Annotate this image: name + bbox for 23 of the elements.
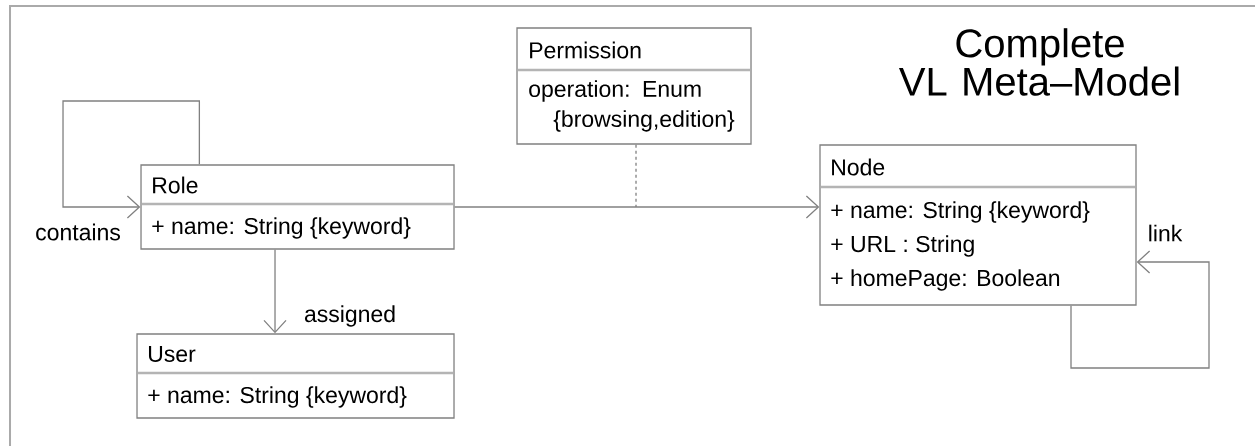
diagram-title: Complete VL Meta–Model (899, 28, 1179, 96)
dashed-line (635, 144, 637, 208)
class-box (516, 27, 752, 145)
attribute-text: + name: String {keyword} (148, 386, 407, 408)
class-box (136, 333, 455, 419)
attribute-text: + homePage: Boolean (831, 269, 1060, 291)
class-name: Node (832, 158, 885, 176)
arrow (1070, 250, 1210, 369)
class-name: Role (153, 176, 198, 194)
arrow (263, 249, 287, 334)
class-name: Permission (530, 41, 641, 59)
edge-label: contains (36, 223, 120, 241)
edge-label: assigned (304, 305, 395, 327)
edge-label: link (1149, 224, 1183, 242)
arrow (62, 100, 200, 219)
attribute-text: operation: Enum {browsing,edition} (529, 80, 735, 132)
attribute-text: + name: String {keyword} (831, 201, 1090, 223)
attribute-text: + name: String {keyword} (152, 217, 411, 239)
attribute-text: + URL : String (831, 235, 974, 257)
class-box (140, 164, 455, 250)
arrow (454, 195, 820, 219)
class-name: User (149, 345, 196, 362)
class-box (819, 144, 1137, 306)
